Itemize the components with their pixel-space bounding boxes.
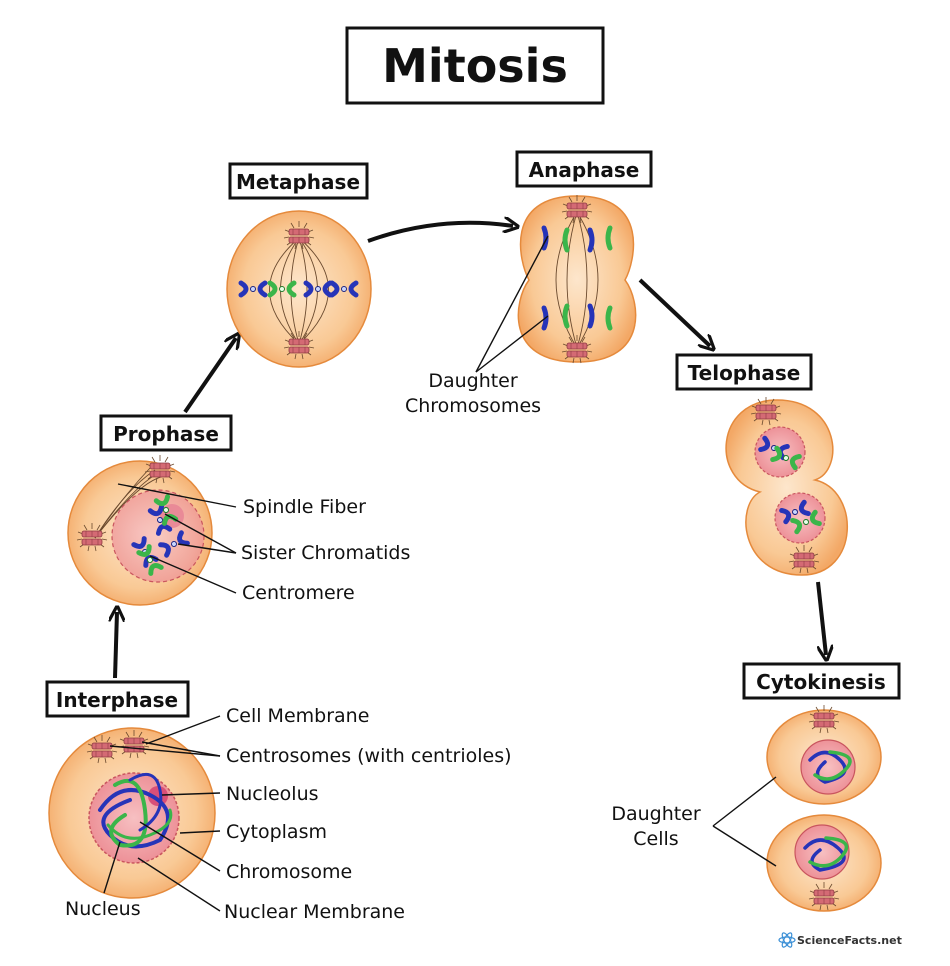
atom-icon [778,932,796,948]
label-daughter-chromosomes-1: Daughter [428,370,518,392]
metaphase-cell [226,210,372,368]
logo-text: ScienceFacts.net [797,934,902,947]
stage-label-metaphase: Metaphase [228,162,369,200]
stage-label-prophase: Prophase [99,414,233,452]
label-nucleus: Nucleus [65,898,141,920]
telophase-cell [725,396,848,576]
nucleus [774,492,826,544]
cell-membrane [725,399,848,576]
arrow-telophase-to-cytokinesis [816,581,826,655]
stage-label-cytokinesis: Cytokinesis [742,662,901,700]
stage-label-text: Metaphase [236,170,360,194]
stage-label-text: Interphase [56,688,178,712]
label-nuclear-membrane: Nuclear Membrane [224,901,405,923]
label-daughter-chromosomes-2: Chromosomes [405,395,541,417]
labels: Daughter Chromosomes Spindle Fiber Siste… [65,370,701,923]
cytokinesis-cell-top [766,704,882,805]
label-cell-membrane: Cell Membrane [226,705,369,727]
arrow-prophase-to-metaphase [183,338,236,414]
arrow-metaphase-to-anaphase [367,223,513,243]
label-nucleolus: Nucleolus [226,783,319,805]
sciencefacts-logo: ScienceFacts.net [778,932,902,948]
label-spindle-fiber: Spindle Fiber [243,496,366,518]
label-daughter-cells-1: Daughter [611,803,701,825]
leader-lines [103,235,777,912]
stage-label-interphase: Interphase [45,680,190,718]
label-daughter-cells-2: Cells [633,828,678,850]
label-cytoplasm: Cytoplasm [226,821,327,843]
interphase-cell [48,727,216,899]
stage-label-text: Cytokinesis [756,670,886,694]
label-chromosome: Chromosome [226,861,352,883]
arrow-anaphase-to-telophase [638,278,710,346]
page-title: Mitosis [382,39,568,93]
nucleolus [148,786,168,806]
stage-label-anaphase: Anaphase [515,150,653,188]
stage-label-text: Prophase [113,422,219,446]
cell-membrane [226,210,372,368]
anaphase-cell [517,194,637,364]
chromatin [98,772,173,849]
label-sister-chromatids: Sister Chromatids [241,542,410,564]
prophase-cell [67,454,213,606]
arrow-interphase-to-prophase [115,612,117,679]
label-centrosomes: Centrosomes (with centrioles) [226,745,512,767]
label-centromere: Centromere [242,582,355,604]
stage-label-text: Telophase [688,361,801,385]
title-group: Mitosis [345,26,605,105]
stage-label-text: Anaphase [529,158,640,182]
stage-label-telophase: Telophase [675,353,813,391]
cytokinesis-cell-bottom [766,814,882,912]
